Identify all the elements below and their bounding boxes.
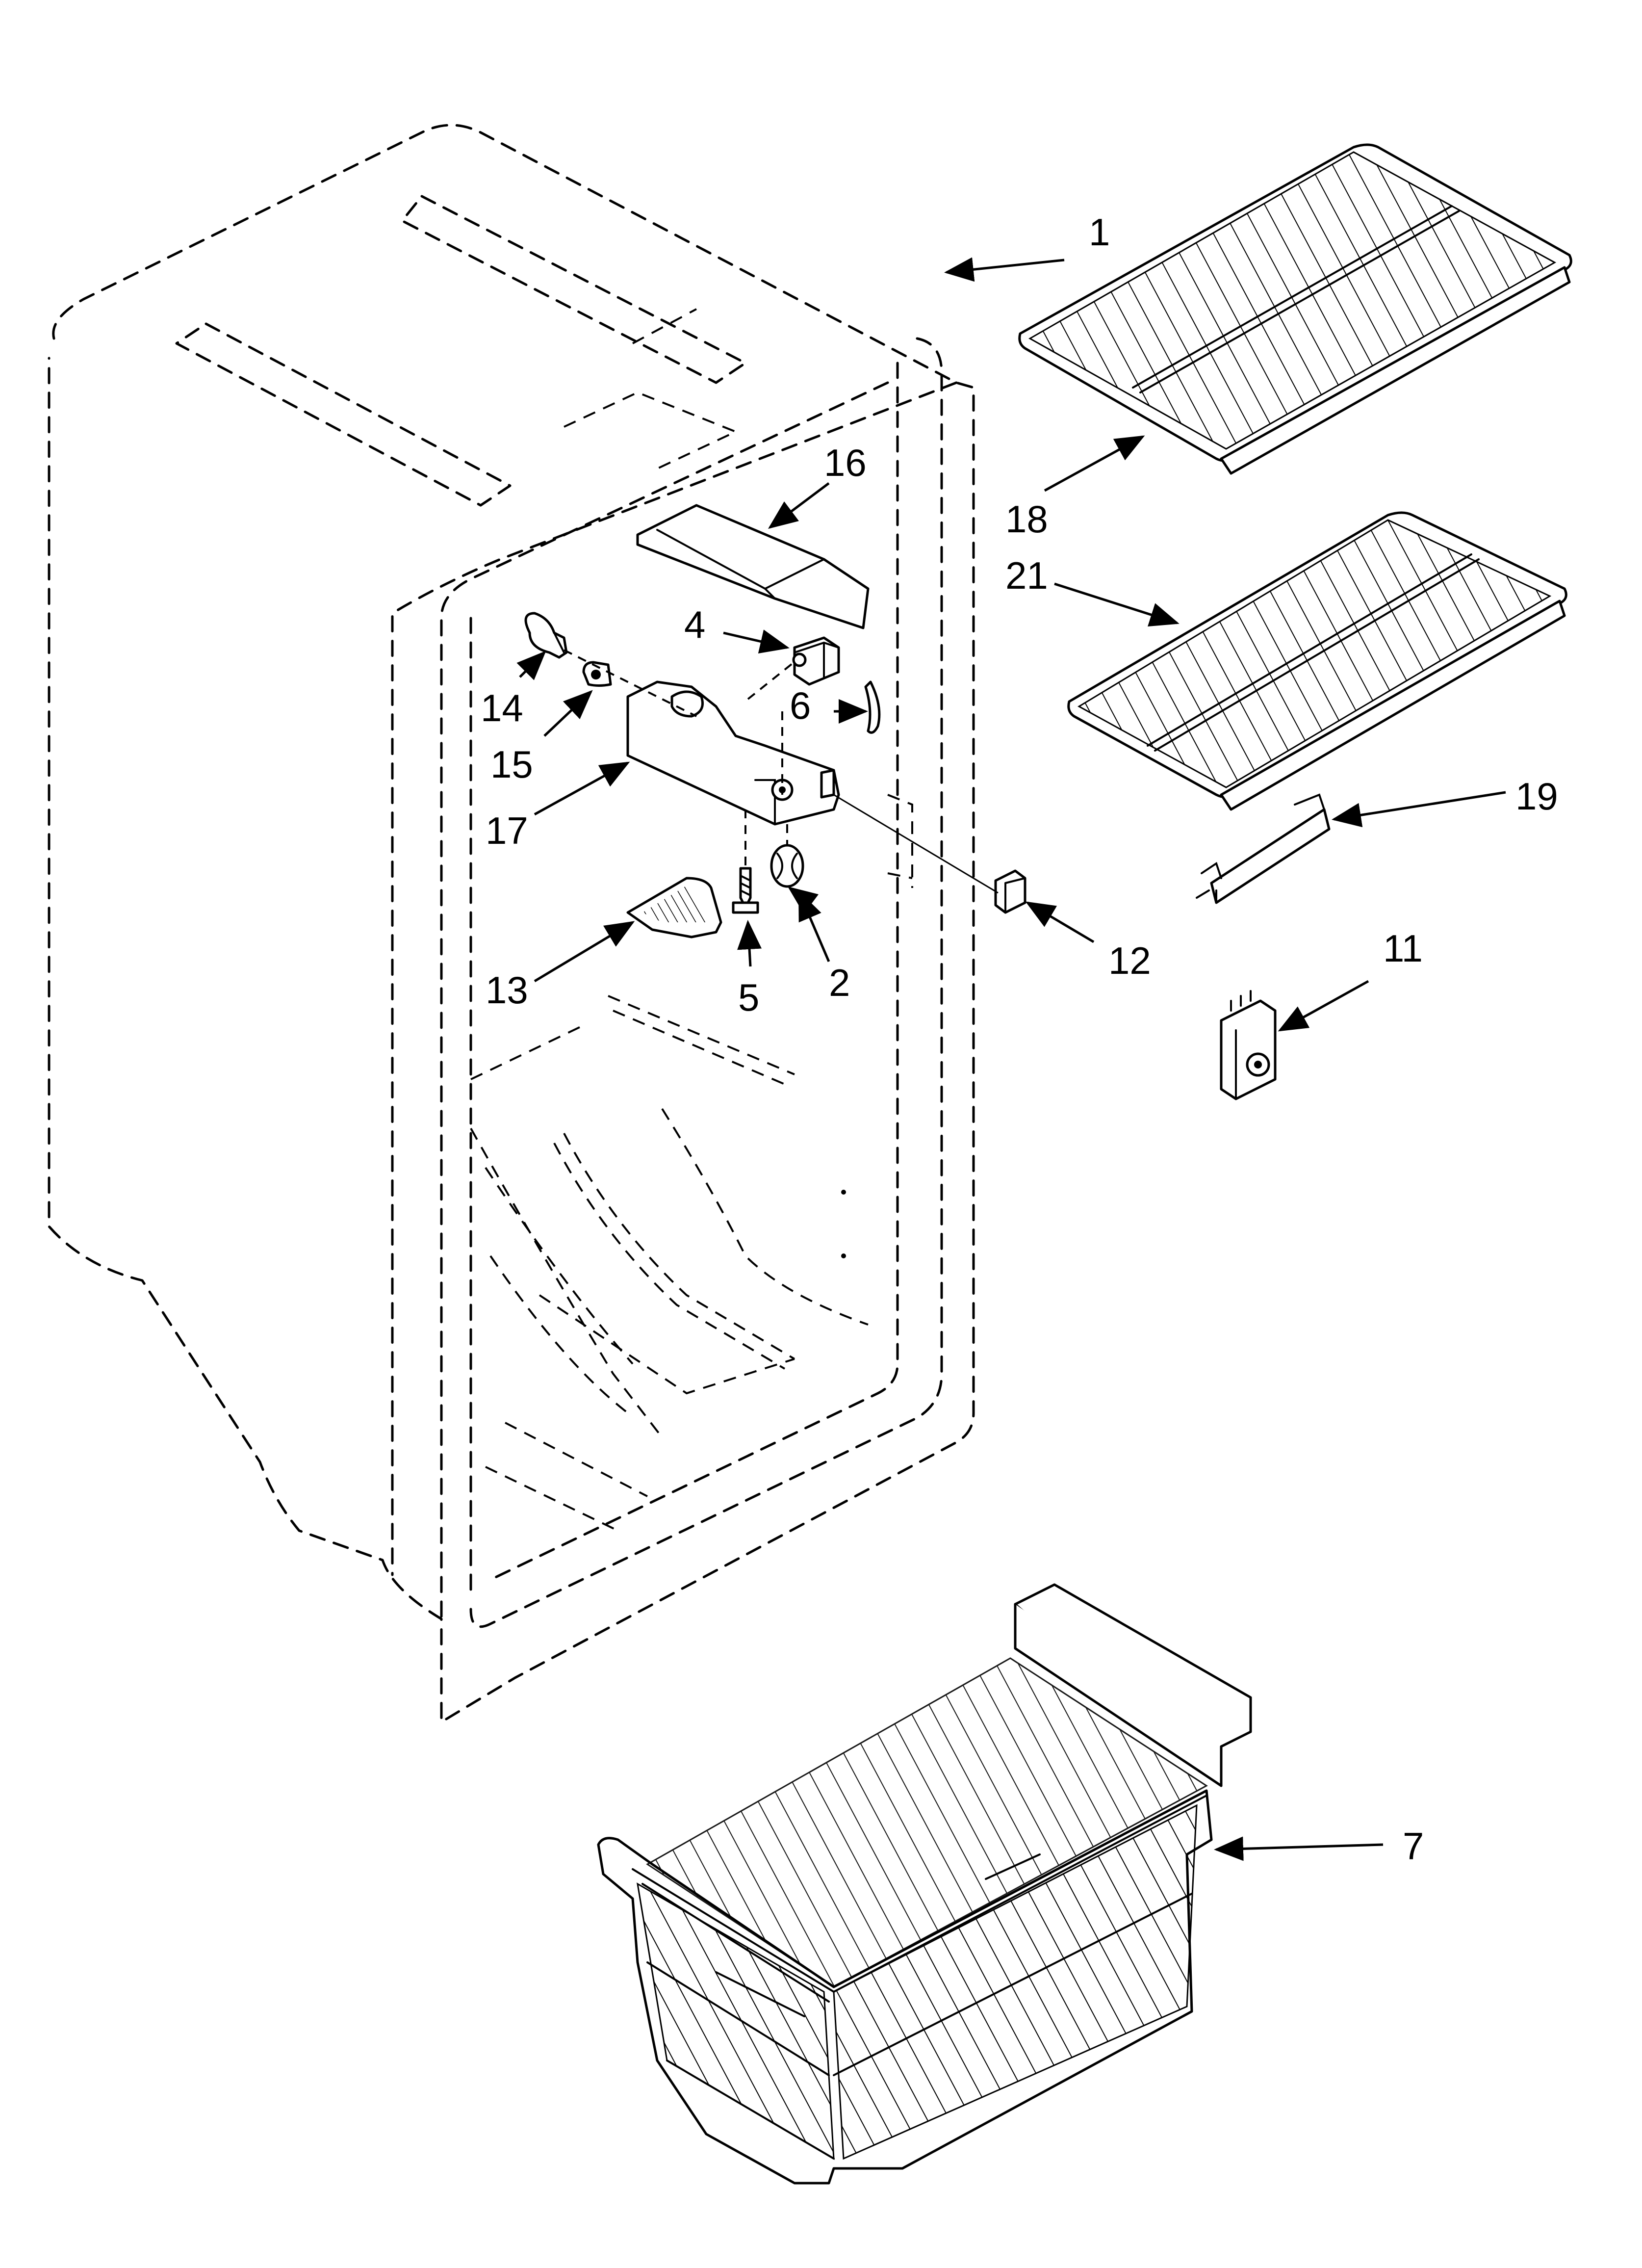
control-switch bbox=[1220, 990, 1277, 1100]
light-bulb bbox=[524, 612, 568, 659]
callout-4: 4 bbox=[684, 603, 705, 646]
callout-2: 2 bbox=[829, 961, 850, 1004]
callout-5: 5 bbox=[738, 976, 759, 1019]
screw bbox=[732, 867, 759, 914]
light-cover bbox=[636, 504, 870, 629]
callout-14: 14 bbox=[481, 686, 523, 730]
callout-1: 1 bbox=[1089, 210, 1110, 254]
bulb-socket bbox=[582, 661, 612, 687]
callouts: 1 2 4 5 6 7 11 12 13 14 15 16 17 18 19 2… bbox=[481, 210, 1558, 1868]
assembly-lines bbox=[564, 649, 999, 894]
wire-shelf-lower bbox=[1067, 511, 1567, 811]
light-shield bbox=[626, 877, 722, 938]
wire-basket bbox=[597, 1583, 1252, 2185]
door-switch bbox=[994, 869, 1026, 914]
callout-17: 17 bbox=[486, 809, 528, 852]
callout-6: 6 bbox=[790, 684, 811, 727]
control-knob bbox=[770, 844, 804, 888]
callout-19: 19 bbox=[1515, 775, 1558, 818]
callout-18: 18 bbox=[1005, 497, 1048, 541]
drain-tube bbox=[864, 680, 881, 734]
callout-21: 21 bbox=[1005, 554, 1048, 597]
light-socket bbox=[792, 636, 840, 686]
wire-shelf-upper bbox=[1018, 143, 1572, 475]
callout-16: 16 bbox=[824, 441, 867, 484]
callout-11: 11 bbox=[1383, 927, 1423, 970]
callout-15: 15 bbox=[490, 743, 533, 786]
callout-12: 12 bbox=[1108, 939, 1151, 982]
callout-13: 13 bbox=[486, 968, 528, 1012]
callout-7: 7 bbox=[1403, 1825, 1424, 1868]
freezer-cabinet bbox=[48, 124, 975, 1723]
shelf-bracket bbox=[1196, 793, 1331, 904]
